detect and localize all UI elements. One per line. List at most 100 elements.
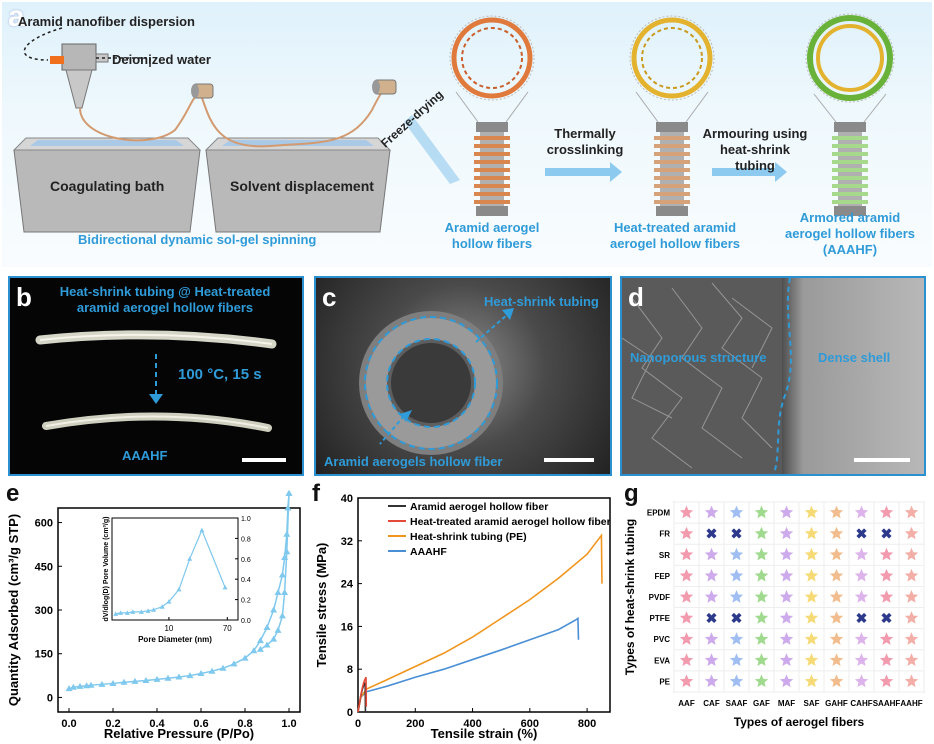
inset-x-label: Pore Diameter (nm) [138, 635, 212, 644]
data-point [208, 667, 216, 674]
compatible-star [904, 674, 919, 688]
data-point [164, 674, 172, 681]
compatible-star [779, 590, 794, 603]
inset-x-tick-label: 70 [223, 624, 232, 633]
incompatible-marker: ✖ [731, 526, 743, 542]
x-tick-label: GAHF [825, 699, 848, 708]
compatible-star [879, 505, 894, 519]
compatible-star [904, 505, 919, 519]
panel-b-bottom-label: AAAHF [122, 448, 168, 463]
y-tick-label: 0 [47, 692, 53, 704]
y-tick-label: 300 [35, 605, 53, 617]
y-tick-label: 24 [341, 579, 354, 591]
panel-f-letter: f [312, 480, 320, 507]
data-point [270, 635, 278, 642]
compatible-star [704, 547, 719, 561]
data-point [283, 548, 291, 555]
fiber2-label: Heat-treated aramid aerogel hollow fiber… [600, 220, 750, 252]
y-tick-label: FR [659, 530, 670, 539]
compatible-star [704, 632, 719, 645]
data-point [197, 670, 205, 677]
compatible-star [804, 526, 819, 540]
x-tick-label: 0.0 [61, 718, 76, 730]
data-point [278, 612, 286, 619]
compatible-star [854, 568, 869, 582]
inset-data-point [124, 610, 130, 615]
panel-d-left-label: Nanoporous structure [630, 350, 767, 365]
compatible-star [779, 653, 794, 666]
y-tick-label: FEP [654, 572, 670, 581]
y-tick-label: 600 [35, 518, 53, 530]
y-tick-label: EPDM [647, 509, 670, 518]
armour-label-line2: heat-shrink tubing [719, 142, 791, 173]
compatible-star [904, 611, 919, 624]
inset-frame [111, 517, 239, 621]
y-tick-label: 32 [341, 536, 353, 548]
compatible-star [704, 674, 719, 688]
series-line [259, 493, 290, 650]
thermal-arrow [545, 162, 622, 182]
incompatible-marker: ✖ [731, 610, 743, 626]
compatible-star [679, 547, 694, 561]
y-tick-label: PTFE [650, 614, 671, 623]
panel-b-condition: 100 °C, 15 s [178, 366, 262, 383]
panel-d-sem [622, 278, 792, 474]
compatible-star [779, 526, 794, 540]
incompatible-marker: ✖ [881, 610, 893, 626]
data-point [109, 679, 117, 686]
data-point [281, 589, 289, 596]
y-tick-label: 0 [347, 707, 353, 719]
x-tick-label: 200 [406, 718, 424, 730]
scale-bar [854, 458, 910, 462]
compatible-star [829, 611, 844, 624]
x-tick-label: 0.8 [237, 718, 252, 730]
x-tick-label: CAF [703, 699, 720, 708]
data-point [175, 673, 183, 680]
panel-c-inner-label: Aramid aerogels hollow fiber [324, 454, 503, 469]
data-point [153, 675, 161, 682]
compatible-star [729, 653, 744, 666]
compatible-star [779, 505, 794, 519]
inset-data-point [130, 609, 136, 614]
panel-a-letter: a [8, 0, 25, 33]
roller-1 [191, 83, 214, 99]
x-tick-label: 0.2 [105, 718, 120, 730]
legend-label: AAAHF [410, 546, 447, 558]
compatible-star [779, 568, 794, 582]
panel-c: c Heat-shrink tubing Aramid aerogels hol… [314, 276, 612, 476]
data-point [256, 637, 264, 644]
fiber3-label-line3: (AAAHF) [822, 242, 878, 257]
compatible-star [854, 632, 869, 645]
compatible-star [804, 611, 819, 624]
panel-b-title: Heat-shrink tubing @ Heat-treated aramid… [40, 284, 290, 316]
compatible-star [679, 632, 694, 645]
data-point [219, 664, 227, 671]
y-axis-label: Tensile stress (MPa) [314, 543, 329, 668]
fiber2-label-line1: Heat-treated aramid [613, 220, 737, 235]
panel-g-letter: g [624, 480, 639, 507]
armour-label-line1: Armouring using [702, 126, 808, 141]
x-tick-label: AAHF [900, 699, 922, 708]
data-point [76, 682, 84, 689]
compatible-star [879, 674, 894, 688]
y-tick-label: 450 [35, 561, 53, 573]
compatible-star [679, 526, 694, 540]
y-axis-label: Types of heat-shrink tubing [623, 519, 637, 675]
compatible-star [804, 505, 819, 519]
armour-arrow [712, 162, 787, 182]
inset-data-point [199, 527, 205, 533]
thermal-label-line2: crosslinking [546, 142, 624, 157]
x-tick-label: SAF [804, 699, 820, 708]
x-tick-label: SAAF [726, 699, 748, 708]
compatible-star [729, 505, 744, 519]
compatible-star [854, 590, 869, 603]
compatible-star [729, 590, 744, 603]
compatible-star [829, 568, 844, 582]
x-axis-label: Relative Pressure (P/Po) [104, 726, 254, 741]
inset-data-point [145, 608, 151, 613]
compatible-star [704, 568, 719, 582]
inset-x-tick-label: 10 [164, 624, 173, 633]
panel-c-letter: c [322, 282, 337, 312]
inset-y-tick-label: 0.0 [241, 618, 251, 625]
data-point [98, 680, 106, 687]
